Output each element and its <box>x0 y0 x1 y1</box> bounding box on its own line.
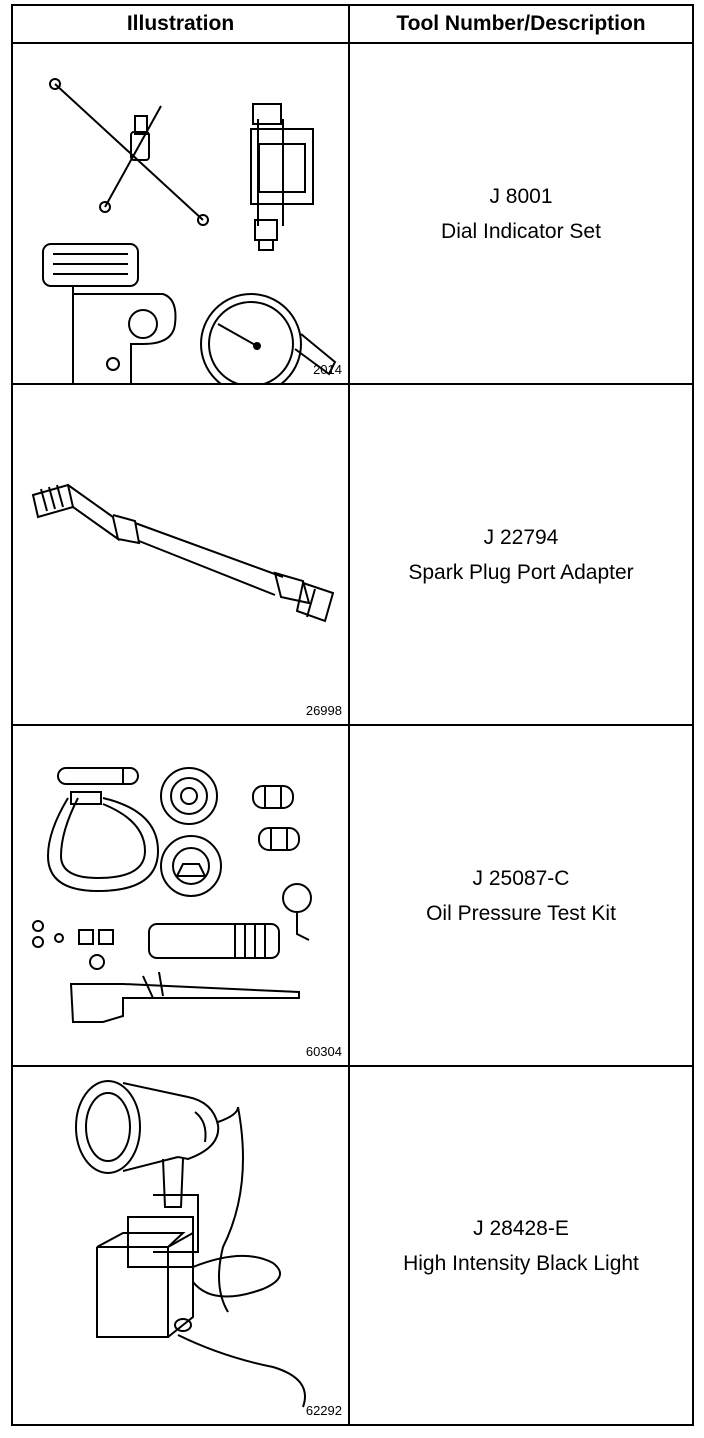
figure-number: 26998 <box>305 703 342 718</box>
tool-description: Spark Plug Port Adapter <box>408 560 634 584</box>
figure-number: 62292 <box>305 1403 342 1418</box>
dial-indicator-set-illustration <box>13 44 348 383</box>
illustration-cell: 62292 <box>13 1067 350 1424</box>
tool-number: J 22794 <box>483 525 559 549</box>
figure-number: 2014 <box>313 362 342 377</box>
special-tools-table: Illustration Tool Number/Description <box>11 4 694 1426</box>
oil-pressure-test-kit-illustration <box>13 726 348 1065</box>
tool-number: J 8001 <box>489 184 553 208</box>
tool-number: J 25087-C <box>472 866 570 890</box>
black-light-illustration <box>13 1067 348 1424</box>
illustration-cell: 26998 <box>13 385 350 726</box>
header-tool-description: Tool Number/Description <box>350 6 692 44</box>
figure-number: 60304 <box>305 1044 342 1059</box>
header-illustration: Illustration <box>13 6 350 44</box>
tool-number: J 28428-E <box>473 1216 569 1240</box>
tool-description: Oil Pressure Test Kit <box>426 901 616 925</box>
tool-description-cell: J 28428-E High Intensity Black Light <box>350 1067 692 1424</box>
tool-description-cell: J 25087-C Oil Pressure Test Kit <box>350 726 692 1067</box>
spark-plug-port-adapter-illustration <box>13 385 348 724</box>
illustration-cell: 2014 <box>13 44 350 385</box>
illustration-cell: 60304 <box>13 726 350 1067</box>
tool-description-cell: J 8001 Dial Indicator Set <box>350 44 692 385</box>
tool-description: Dial Indicator Set <box>441 219 601 243</box>
tool-description-cell: J 22794 Spark Plug Port Adapter <box>350 385 692 726</box>
tool-description: High Intensity Black Light <box>403 1251 639 1275</box>
